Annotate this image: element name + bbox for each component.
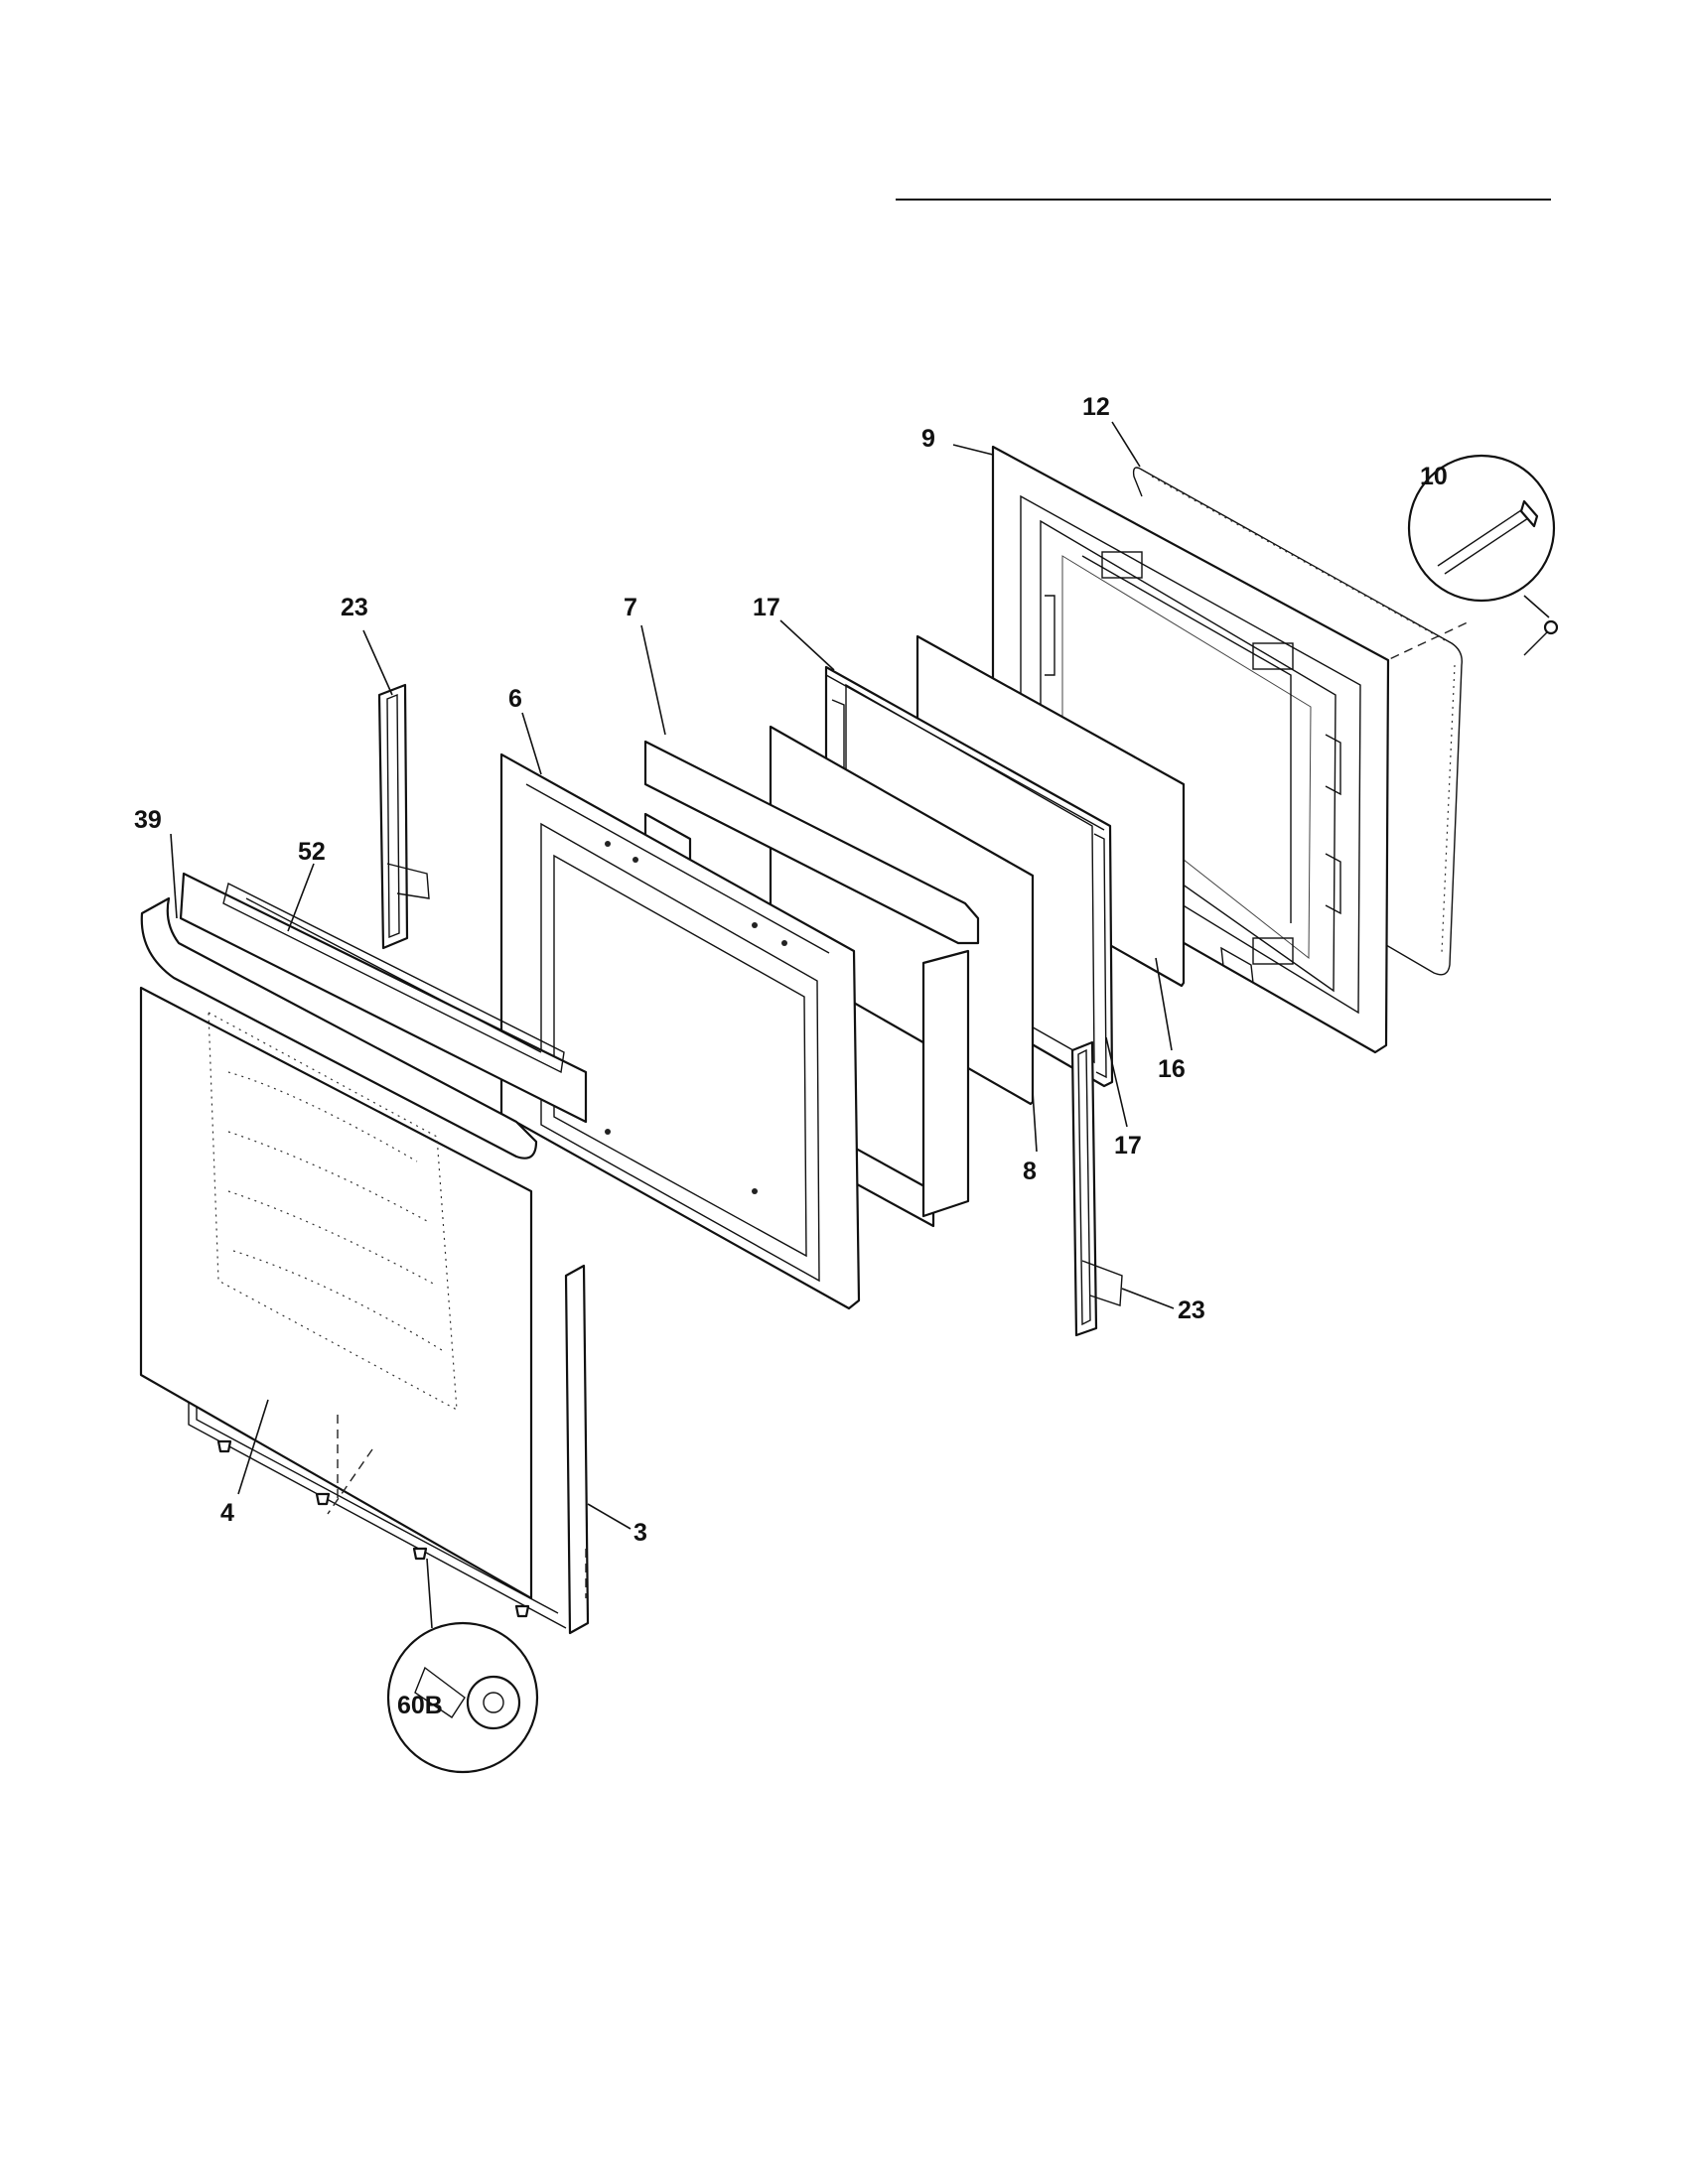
callout-10: 10 <box>1420 463 1448 490</box>
door-hinge-left <box>377 683 430 950</box>
callout-6: 6 <box>508 685 522 713</box>
screw-detail-10 <box>1407 454 1559 656</box>
door-handle-trim <box>179 872 588 1124</box>
callout-7: 7 <box>624 594 637 621</box>
oven-door-frame <box>499 752 861 1310</box>
callout-23-top: 23 <box>341 594 368 621</box>
outer-door-glass <box>139 986 533 1600</box>
door-outer-frame <box>188 1264 590 1635</box>
callout-9: 9 <box>921 425 935 453</box>
callout-3: 3 <box>633 1519 647 1547</box>
callout-16: 16 <box>1158 1055 1186 1083</box>
door-handle <box>140 896 538 1160</box>
callout-60b: 60B <box>397 1692 443 1719</box>
leader-lines <box>170 421 1175 1629</box>
oven-door-gasket <box>1132 467 1463 976</box>
callout-4: 4 <box>220 1499 234 1527</box>
callout-39: 39 <box>134 806 162 834</box>
door-hinge-right <box>1070 1040 1123 1337</box>
callout-17-bottom: 17 <box>1114 1132 1142 1160</box>
callout-labels: 9 12 10 23 7 17 6 39 52 16 17 8 23 4 3 6… <box>134 393 1448 1719</box>
inner-door-panel <box>991 445 1390 1054</box>
screw-detail-60b <box>386 1621 539 1774</box>
callout-12: 12 <box>1082 393 1110 421</box>
callout-52: 52 <box>298 838 326 866</box>
callout-8: 8 <box>1023 1158 1037 1185</box>
callout-23-bottom: 23 <box>1178 1297 1205 1324</box>
callout-17-top: 17 <box>753 594 780 621</box>
door-screws <box>216 1439 530 1618</box>
